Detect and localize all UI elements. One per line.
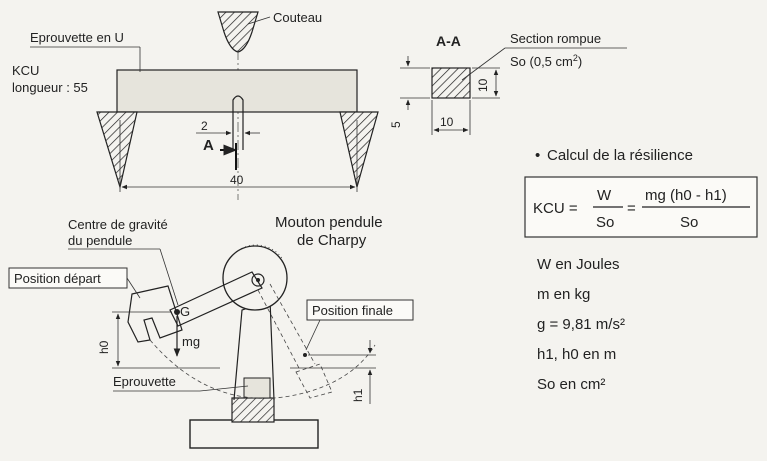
section-depth-dim: 5 [389, 121, 403, 128]
eprouvette-bar [116, 69, 358, 113]
section-rompue-shape [431, 67, 471, 99]
frac1-num: W [597, 187, 612, 204]
unit-item: W en Joules [537, 256, 620, 273]
h0-label: h0 [97, 340, 111, 354]
pendulum-title-1: Mouton pendule [275, 214, 383, 231]
du-pendule-label: du pendule [68, 233, 132, 248]
eprouvette-label: Eprouvette [113, 374, 176, 389]
couteau-shape [217, 11, 259, 53]
frac1-den: So [596, 214, 614, 231]
anvil [231, 397, 275, 423]
pendulum-title-2: de Charpy [297, 232, 367, 249]
length-dim-label: 40 [230, 173, 244, 187]
section-view: A-A Section rompue So (0,5 cm2) 10 10 5 [389, 31, 627, 135]
frac2-den: So [680, 214, 698, 231]
eprouvette-small [243, 377, 271, 399]
section-mark-a: A [203, 137, 214, 154]
machine-base [189, 419, 319, 449]
calcul-bullet: • [535, 147, 540, 164]
longueur-label: longueur : 55 [12, 80, 88, 95]
kcu-label: KCU [12, 63, 39, 78]
h1-label: h1 [351, 388, 365, 402]
pendulum-hammer [127, 285, 183, 343]
calcul-title: Calcul de la résilience [547, 147, 693, 164]
formula-equals: = [627, 200, 636, 217]
section-rompue-label: Section rompue [510, 31, 601, 46]
pendulum-arm [169, 271, 263, 327]
section-height-dim: 10 [476, 78, 490, 92]
support-left [96, 111, 138, 190]
section-title: A-A [436, 33, 461, 49]
frac2-num: mg (h0 - h1) [645, 187, 727, 204]
calcul-panel: • Calcul de la résilience KCU = W So = m… [524, 147, 758, 393]
mg-label: mg [182, 334, 200, 349]
unit-item: So en cm² [537, 376, 605, 393]
eprouvette-en-u-label: Eprouvette en U [30, 30, 124, 45]
unit-item: g = 9,81 m/s² [537, 316, 625, 333]
unit-item: h1, h0 en m [537, 346, 616, 363]
pendulum-view: Mouton pendule de Charpy Centre de gravi… [8, 214, 414, 449]
position-finale-label: Position finale [312, 303, 393, 318]
centre-gravite-label: Centre de gravité [68, 217, 168, 232]
position-depart-label: Position départ [14, 271, 101, 286]
g-label: G [180, 304, 190, 319]
specimen-view: Couteau Eprouvette en U KCU longueur : 5… [12, 10, 379, 200]
section-area-label: So (0,5 cm2) [510, 53, 582, 69]
notch-dim-label: 2 [201, 119, 208, 133]
couteau-label: Couteau [273, 10, 322, 25]
support-right [339, 111, 379, 188]
formula-lhs: KCU = [533, 200, 578, 217]
section-width-dim: 10 [440, 115, 454, 129]
unit-item: m en kg [537, 286, 590, 303]
